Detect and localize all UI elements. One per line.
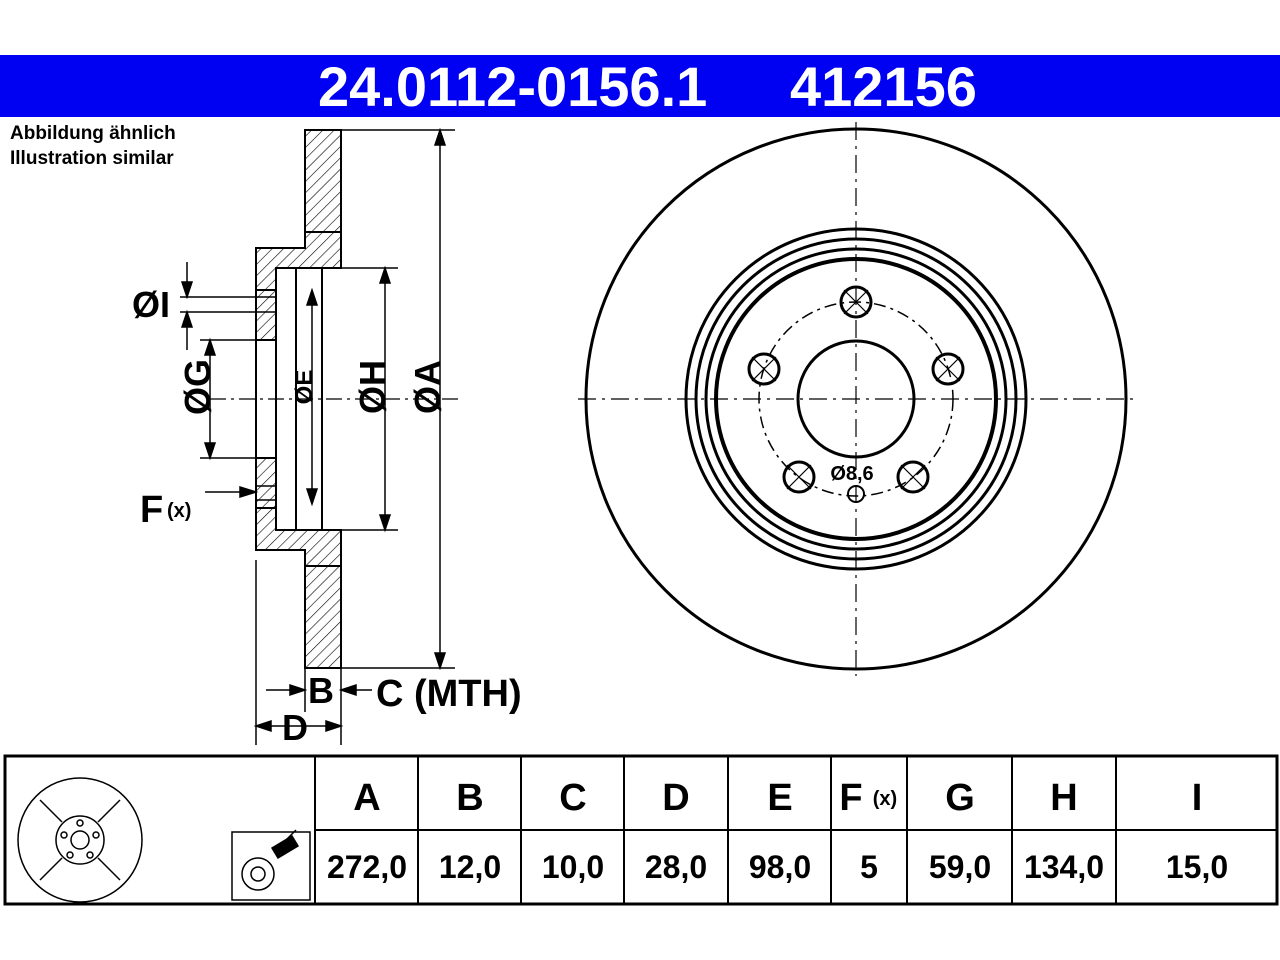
dimension-lines [180, 127, 455, 745]
table-header-g: G [945, 777, 975, 819]
bolt-hole-2 [931, 352, 965, 386]
spray-coating-icon [231, 829, 311, 901]
front-view [578, 122, 1134, 676]
section-ring-bottom [304, 565, 342, 669]
table-value-c: 10,0 [542, 849, 604, 885]
bolt-hole-diameter-label: Ø8,6 [830, 463, 873, 485]
label-f-sub: (x) [167, 500, 191, 522]
section-hat-top [255, 231, 342, 291]
table-value-g: 59,0 [929, 849, 991, 885]
label-d: D [282, 707, 308, 748]
bolt-hole-4 [782, 460, 816, 494]
table-value-a: 272,0 [327, 849, 407, 885]
illustration-note-english: Illustration similar [10, 148, 174, 169]
table-value-h: 134,0 [1024, 849, 1104, 885]
table-value-b: 12,0 [439, 849, 501, 885]
label-dia-i: ØI [132, 284, 170, 325]
label-c: C (MTH) [376, 673, 522, 715]
part-number: 24.0112-0156.1 [318, 55, 708, 118]
table-value-row: 272,0 12,0 10,0 28,0 98,0 5 59,0 134,0 1… [327, 849, 1228, 885]
table-header-row: A B C D E F (x) G H I [353, 777, 1202, 819]
label-f: F [140, 489, 163, 531]
label-dia-g: ØG [177, 359, 218, 415]
table-header-a: A [353, 777, 380, 819]
table-value-i: 15,0 [1166, 849, 1228, 885]
table-value-f: 5 [860, 849, 878, 885]
bolt-hole-3 [896, 460, 930, 494]
table-header-h: H [1050, 777, 1077, 819]
title-bar: 24.0112-0156.1 412156 [0, 55, 1280, 117]
brake-disc-thumbnail-icon [17, 777, 143, 903]
label-b: B [308, 670, 334, 711]
reference-number: 412156 [790, 55, 977, 118]
table-header-i: I [1192, 777, 1203, 819]
table-header-c: C [559, 777, 586, 819]
bolt-hole-5 [747, 352, 781, 386]
table-header-f: F [839, 777, 862, 819]
spec-table [3, 754, 1279, 906]
table-value-e: 98,0 [749, 849, 811, 885]
section-ring-top [304, 129, 342, 233]
section-labels: ØI ØG ØE ØH ØA F (x) B C (MTH) D [132, 284, 522, 748]
table-header-f-sub: (x) [873, 788, 897, 810]
section-hat-bottom [255, 507, 342, 567]
label-dia-e: ØE [291, 370, 318, 405]
table-header-d: D [662, 777, 689, 819]
table-header-e: E [767, 777, 792, 819]
table-header-b: B [456, 777, 483, 819]
label-dia-h: ØH [352, 360, 393, 414]
illustration-note-german: Abbildung ähnlich [10, 123, 176, 144]
label-dia-a: ØA [407, 360, 448, 414]
table-value-d: 28,0 [645, 849, 707, 885]
section-view [210, 129, 460, 669]
